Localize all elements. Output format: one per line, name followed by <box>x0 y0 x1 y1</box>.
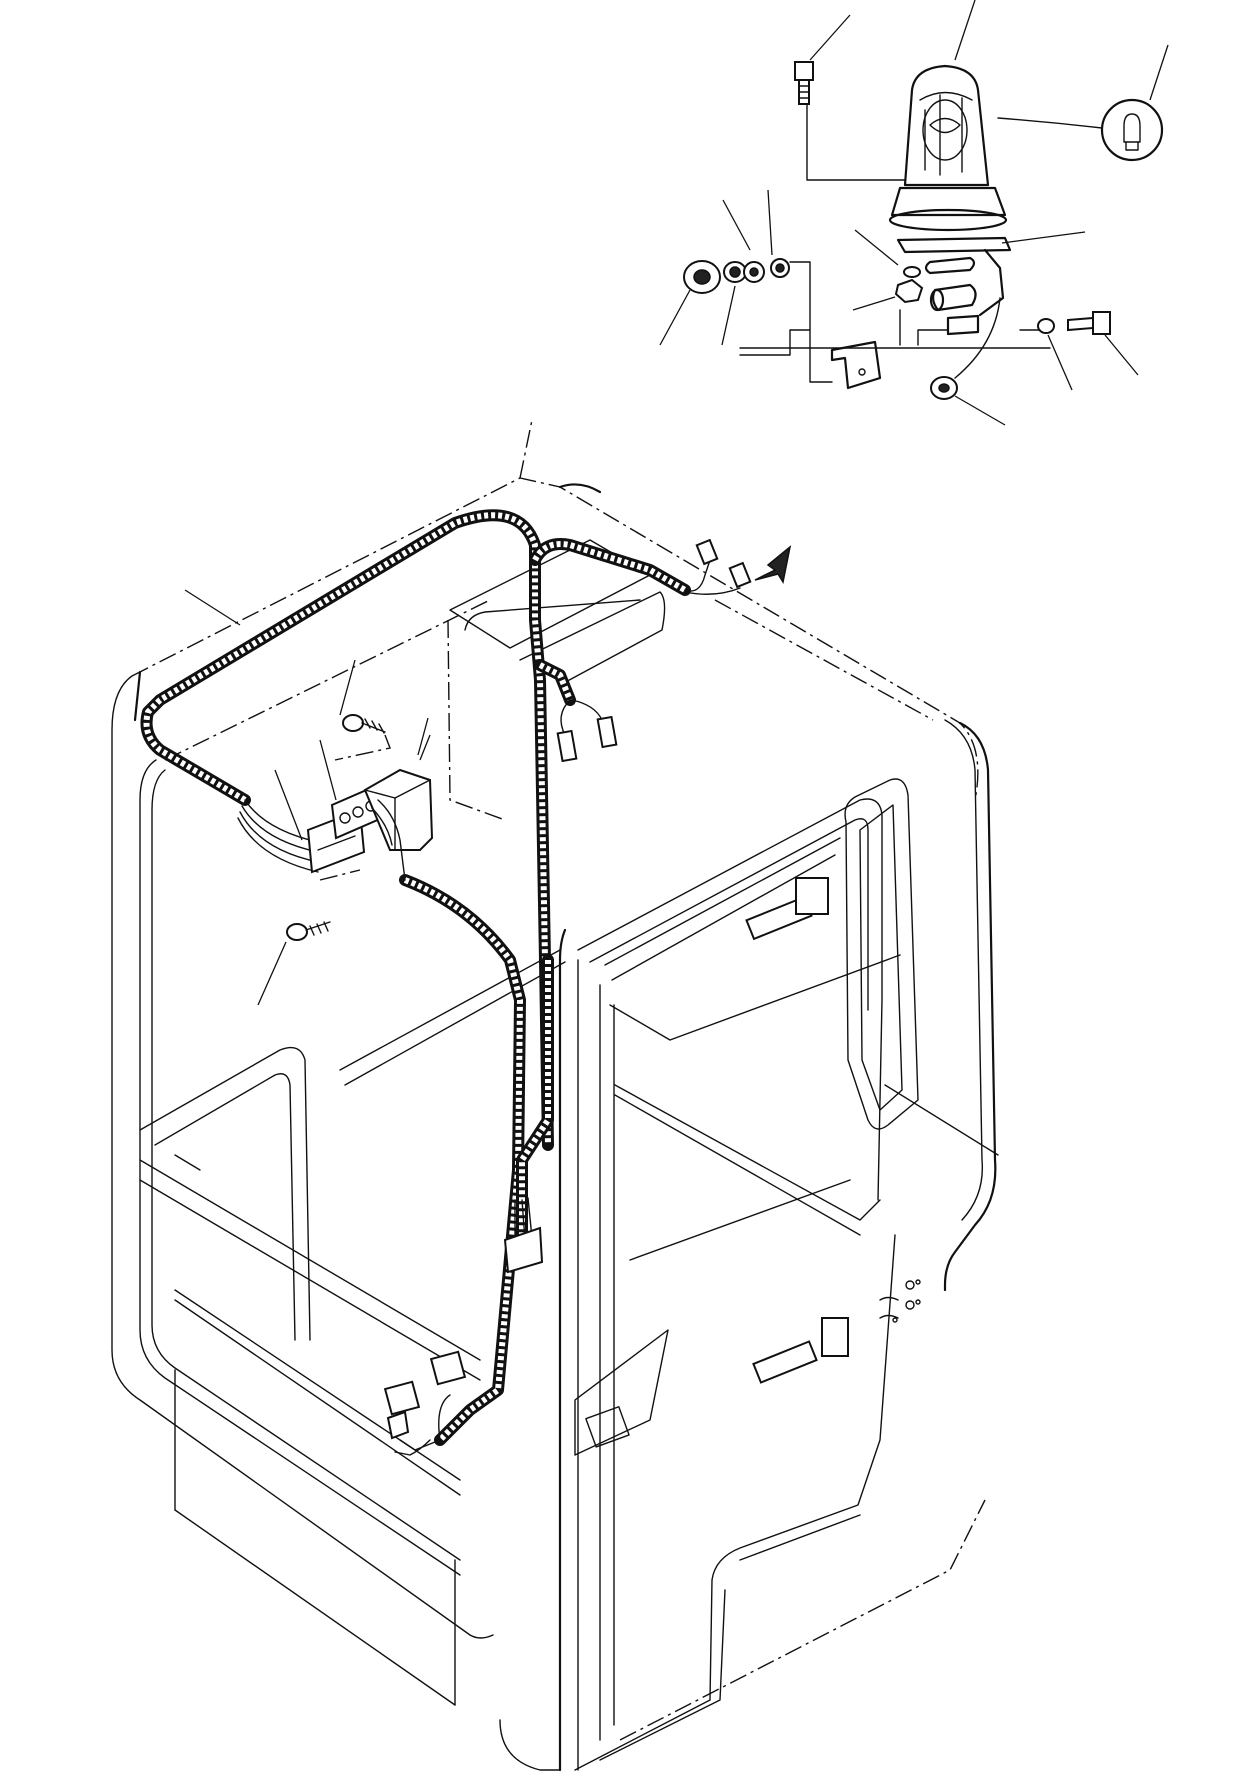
bulb-icon <box>997 98 1164 162</box>
wiring-harness <box>140 509 691 1446</box>
cab-frame <box>111 419 999 1772</box>
connector-icon <box>237 538 792 1456</box>
bolt-icon <box>794 61 814 105</box>
washer-icon <box>743 258 790 283</box>
nut-icon <box>894 266 924 304</box>
mount-bracket <box>830 314 980 390</box>
grommet-icon <box>683 260 747 294</box>
beacon-lamp-icon <box>888 64 1012 317</box>
screw-icon <box>286 714 386 941</box>
bolt-side-icon <box>1037 311 1111 335</box>
beacon-assembly <box>683 61 1164 400</box>
leader-lines-top <box>659 0 1169 426</box>
leader-lines-cab <box>184 589 431 1006</box>
grommet-lower-icon <box>930 297 1001 400</box>
